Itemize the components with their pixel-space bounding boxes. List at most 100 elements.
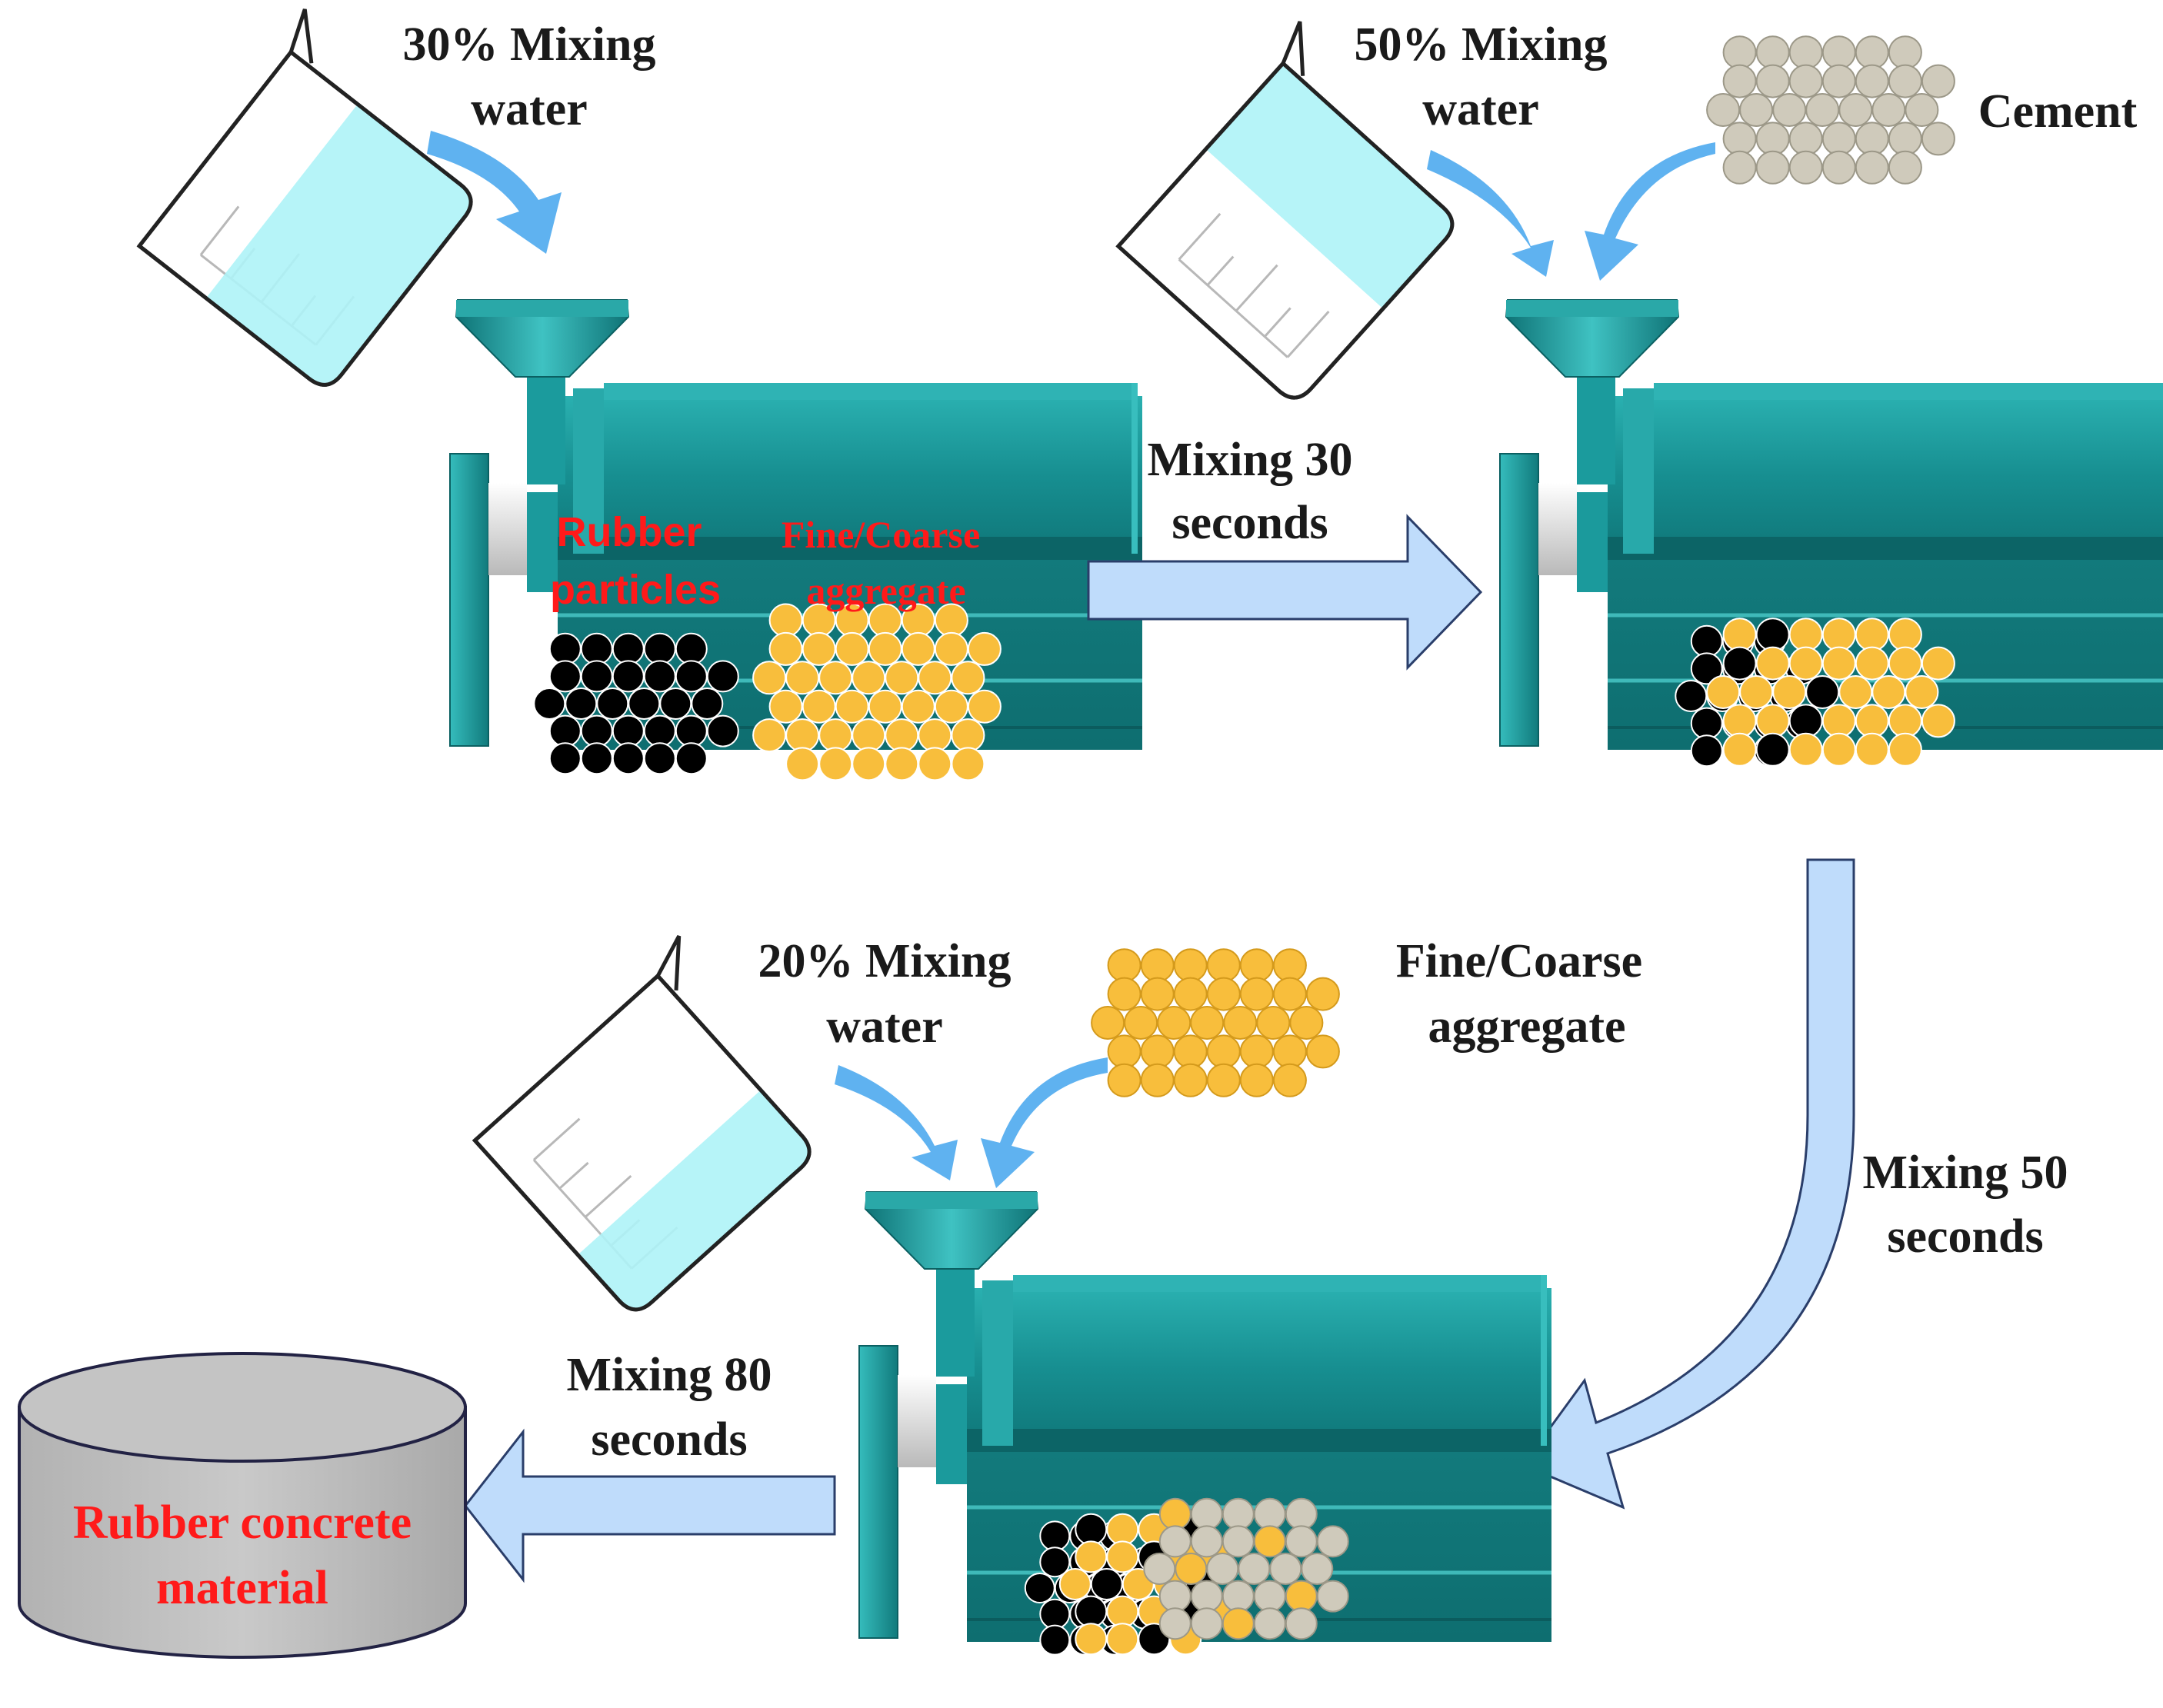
particle	[1190, 1497, 1223, 1530]
particle	[1821, 618, 1856, 652]
particle	[1739, 93, 1774, 127]
particle	[548, 742, 582, 775]
particle	[580, 660, 613, 693]
particle	[612, 660, 645, 693]
particle	[1285, 1497, 1318, 1530]
step1-beaker	[127, 9, 505, 393]
particle	[1158, 1497, 1191, 1530]
particle	[1905, 675, 1939, 709]
particle	[1788, 122, 1823, 156]
particle	[1855, 122, 1889, 156]
particle	[628, 688, 661, 720]
particle	[1888, 150, 1922, 185]
product-label-line2: material	[156, 1562, 328, 1614]
particle	[835, 631, 869, 666]
particle	[1788, 704, 1823, 738]
particle	[1805, 675, 1840, 709]
particle	[1107, 948, 1141, 983]
product-tank	[18, 1352, 467, 1659]
particle	[1173, 1034, 1208, 1069]
particle	[1190, 1525, 1223, 1558]
particle	[1107, 977, 1141, 1011]
particle	[1039, 1624, 1071, 1656]
particle	[675, 742, 708, 775]
particle	[768, 689, 803, 724]
particle	[951, 661, 985, 695]
particle	[1755, 646, 1790, 681]
rubber-particles-pile	[533, 632, 739, 775]
particle	[1206, 1063, 1241, 1097]
particle	[885, 661, 919, 695]
particle	[691, 688, 724, 720]
particle	[1285, 1607, 1318, 1640]
particle	[1675, 680, 1708, 712]
particle	[1285, 1580, 1318, 1613]
particle	[675, 714, 708, 747]
particle	[643, 742, 676, 775]
particle	[1221, 1497, 1255, 1530]
step1-water-label-line2: water	[471, 83, 587, 135]
particle	[1253, 1497, 1286, 1530]
particle	[918, 718, 952, 753]
particle	[1821, 122, 1856, 156]
particle	[1106, 1595, 1139, 1628]
particle	[1106, 1513, 1139, 1546]
particle	[1239, 1034, 1274, 1069]
particle	[675, 660, 708, 693]
particle	[1075, 1595, 1108, 1628]
particle	[1821, 646, 1856, 681]
particle	[852, 661, 886, 695]
particle	[1272, 1063, 1307, 1097]
particle	[1253, 1580, 1286, 1613]
particle	[1107, 1034, 1141, 1069]
mix30-label-line1: Mixing 30	[1148, 434, 1353, 486]
particle	[868, 689, 902, 724]
particle	[1221, 1525, 1255, 1558]
particle	[1722, 732, 1757, 767]
particle	[1091, 1006, 1125, 1040]
rubber-label-line1: Rubber	[557, 509, 702, 555]
step3-water-label-line2: water	[826, 1000, 942, 1053]
step2-water-label-line1: 50% Mixing	[1355, 18, 1608, 71]
particle	[580, 742, 613, 775]
product-label-line1: Rubber concrete	[73, 1497, 412, 1549]
particle	[1090, 1568, 1123, 1600]
particle	[785, 747, 820, 781]
particle	[1058, 1568, 1091, 1600]
particle	[868, 631, 902, 666]
particle	[1921, 704, 1955, 738]
particle	[1755, 150, 1790, 185]
particle	[1821, 64, 1856, 98]
particle	[1690, 734, 1723, 767]
particle	[1888, 35, 1922, 70]
particle	[901, 689, 935, 724]
particle	[1256, 1006, 1291, 1040]
particle	[548, 714, 582, 747]
particle	[1755, 618, 1790, 652]
particle	[1788, 35, 1823, 70]
particle	[1206, 1553, 1239, 1585]
particle	[785, 661, 820, 695]
particle	[1316, 1580, 1349, 1613]
particle	[951, 718, 985, 753]
particle	[1722, 150, 1757, 185]
mix50-label-line2: seconds	[1887, 1210, 2043, 1263]
particle	[1788, 64, 1823, 98]
particle	[1706, 93, 1741, 127]
particle	[1158, 1525, 1191, 1558]
particle	[580, 714, 613, 747]
particle	[1838, 675, 1873, 709]
particle	[1075, 1540, 1108, 1573]
particle	[1253, 1607, 1286, 1640]
particle	[1272, 948, 1307, 983]
step1-pour-arrow	[427, 131, 562, 254]
particle	[1190, 1607, 1223, 1640]
cement-pile-source	[1706, 35, 1955, 185]
particle	[934, 631, 968, 666]
particle	[533, 688, 566, 720]
particle	[1821, 150, 1856, 185]
particle	[1305, 1034, 1340, 1069]
particle	[1788, 150, 1823, 185]
particle	[659, 688, 692, 720]
